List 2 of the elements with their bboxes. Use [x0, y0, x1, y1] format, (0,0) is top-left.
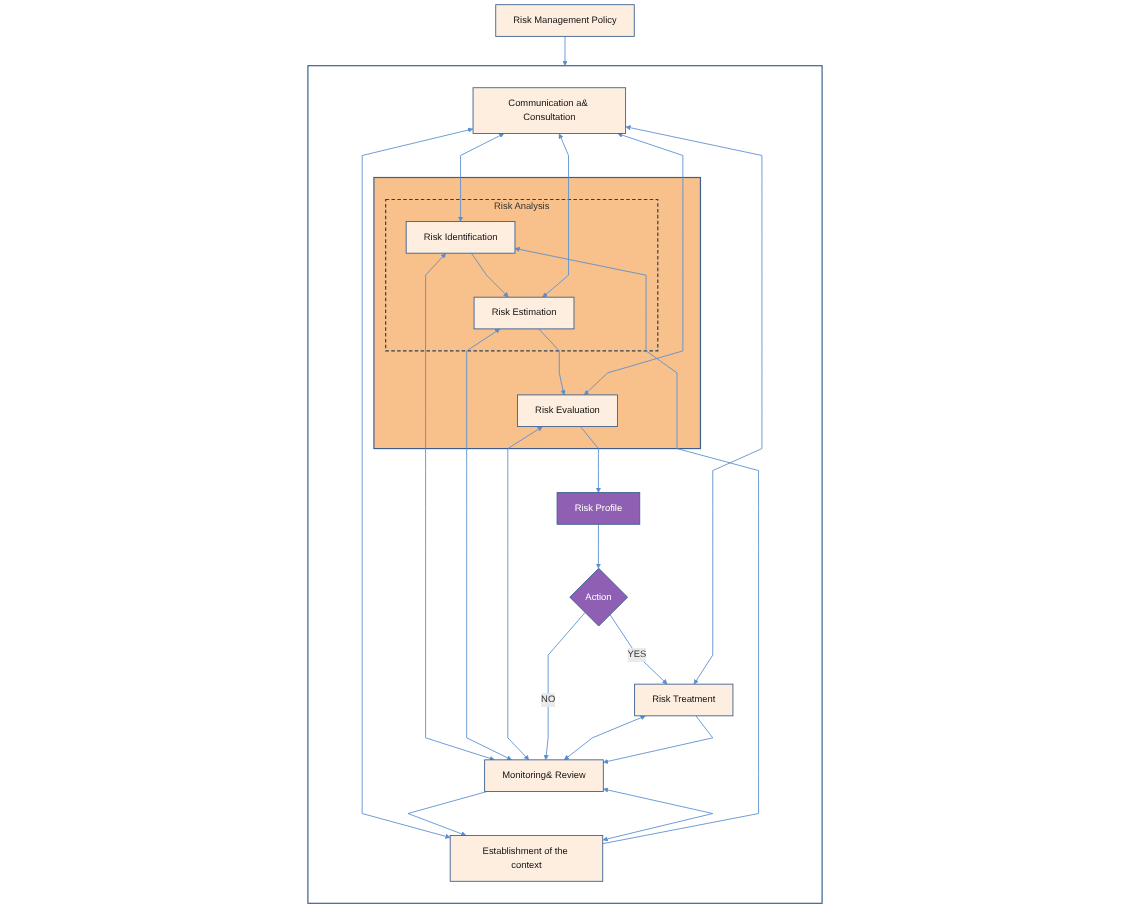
cluster: [373, 176, 702, 450]
cluster: [307, 65, 823, 904]
